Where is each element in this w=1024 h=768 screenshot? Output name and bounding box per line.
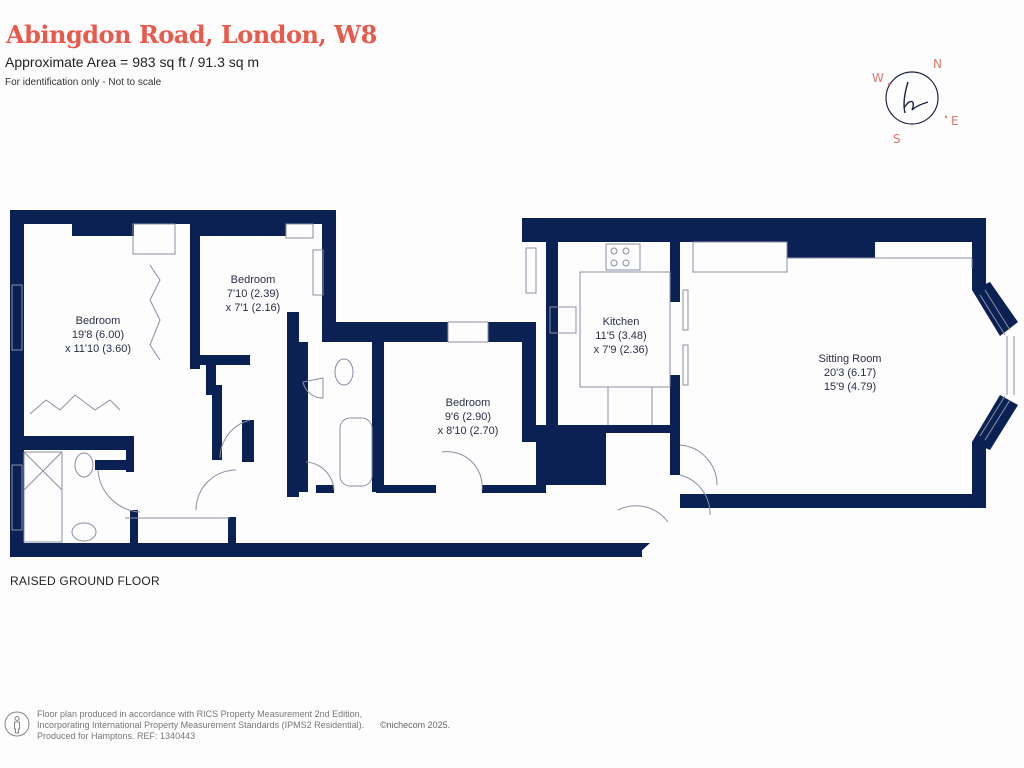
south-label: S — [893, 132, 901, 146]
room-name: Kitchen — [602, 316, 640, 328]
room-dim-2: x 7'9 (2.36) — [593, 344, 649, 356]
room-sitting: Sitting Room 20'3 (6.17) 15'9 (4.79) — [795, 352, 905, 394]
footer-line-2: Incorporating International Property Mea… — [37, 720, 365, 730]
room-name: Bedroom — [445, 397, 491, 409]
room-bedroom-middle: Bedroom 9'6 (2.90) x 8'10 (2.70) — [418, 396, 518, 438]
room-dim-2: 15'9 (4.79) — [823, 381, 877, 393]
east-label: E — [951, 114, 959, 128]
room-dim-2: x 11'10 (3.60) — [64, 343, 132, 355]
room-dim-1: 11'5 (3.48) — [595, 330, 647, 342]
footer-notes: Floor plan produced in accordance with R… — [37, 709, 364, 742]
room-dim-1: 20'3 (6.17) — [823, 367, 877, 379]
room-dim-1: 19'8 (6.00) — [71, 329, 125, 341]
room-dim-1: 9'6 (2.90) — [444, 411, 492, 423]
room-dim-1: 7'10 (2.39) — [226, 288, 280, 300]
room-dim-2: x 7'1 (2.16) — [225, 302, 281, 314]
room-dim-2: x 8'10 (2.70) — [437, 425, 499, 437]
copyright: ©nichecom 2025. — [380, 720, 451, 730]
person-icon — [4, 711, 30, 737]
h-signature-icon — [903, 81, 929, 114]
walls — [10, 210, 1018, 557]
north-label: N — [933, 57, 942, 71]
room-bedroom-small: Bedroom 7'10 (2.39) x 7'1 (2.16) — [208, 273, 298, 315]
room-name: Sitting Room — [818, 353, 882, 365]
property-title: Abingdon Road, London, W8 — [6, 20, 377, 49]
west-label: W — [872, 71, 884, 85]
footer-line-1: Floor plan produced in accordance with R… — [37, 709, 363, 719]
room-bedroom-main: Bedroom 19'8 (6.00) x 11'10 (3.60) — [48, 314, 148, 356]
approximate-area: Approximate Area = 983 sq ft / 91.3 sq m — [5, 54, 260, 70]
room-name: Bedroom — [75, 315, 121, 327]
footer-line-3: Produced for Hamptons. REF: 1340443 — [37, 731, 196, 741]
room-name: Bedroom — [230, 274, 276, 286]
floor-label: RAISED GROUND FLOOR — [10, 574, 160, 588]
room-kitchen: Kitchen 11'5 (3.48) x 7'9 (2.36) — [576, 315, 666, 357]
compass-logo: N E S W — [872, 57, 959, 146]
disclaimer: For identification only - Not to scale — [5, 77, 162, 88]
